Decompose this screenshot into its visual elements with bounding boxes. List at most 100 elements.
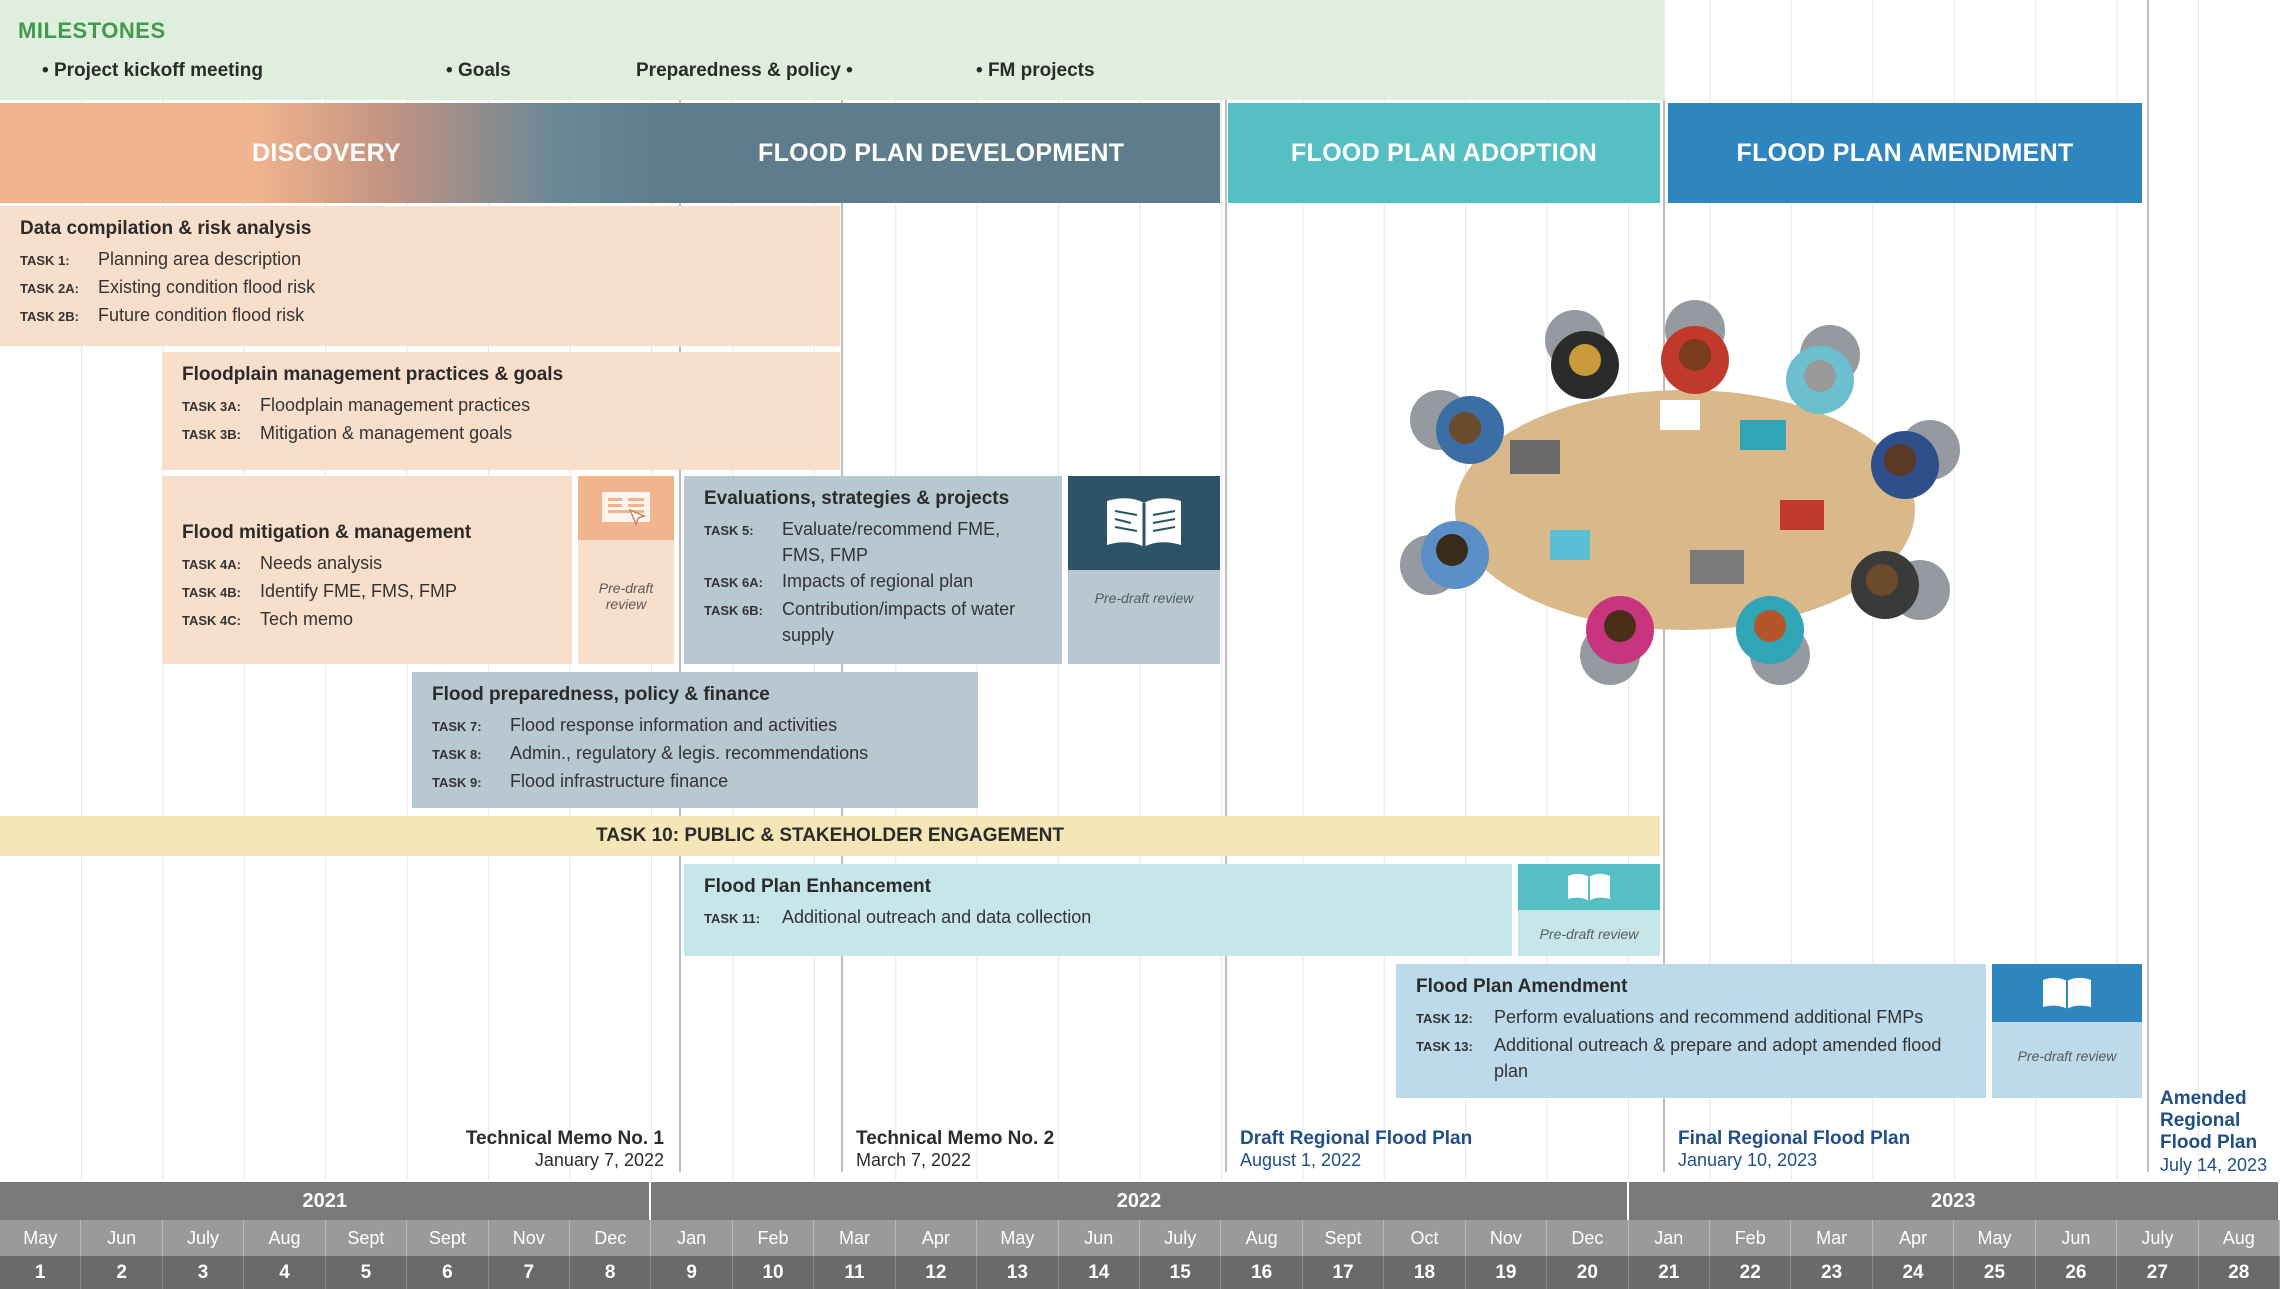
review-box-tech-memo: Pre-draft review [578, 476, 674, 664]
month-number-cell: 7 [488, 1256, 570, 1289]
task-line: TASK 3A:Floodplain management practices [182, 395, 531, 415]
month-cell: May [977, 1220, 1059, 1256]
task-line: TASK 2B:Future condition flood risk [20, 305, 305, 325]
phase-amendment: FLOOD PLAN AMENDMENT [1668, 103, 2142, 203]
month-number-cell: 9 [651, 1256, 733, 1289]
month-cell: Aug [2198, 1220, 2280, 1256]
month-cell: Dec [1547, 1220, 1629, 1256]
open-book-icon [1518, 864, 1660, 910]
month-number-cell: 4 [244, 1256, 326, 1289]
month-number-cell: 21 [1628, 1256, 1710, 1289]
month-number-cell: 5 [325, 1256, 408, 1289]
task-line: TASK 12:Perform evaluations and recommen… [1416, 1007, 1924, 1027]
card-title: Evaluations, strategies & projects [704, 488, 1010, 509]
review-label: Pre-draft review [2017, 1048, 2117, 1064]
month-number-cell: 18 [1384, 1256, 1466, 1289]
task-line: TASK 8:Admin., regulatory & legis. recom… [432, 743, 869, 763]
month-cell: Sept [325, 1220, 408, 1256]
month-cell: May [1954, 1220, 2036, 1256]
review-label: Pre-draft review [1539, 926, 1639, 942]
card-title: Flood preparedness, policy & finance [432, 684, 770, 705]
month-cell: Aug [244, 1220, 326, 1256]
open-book-icon [1068, 476, 1220, 570]
month-number-cell: 26 [2035, 1256, 2118, 1289]
month-cell: Sept [1302, 1220, 1385, 1256]
task-line: TASK 1:Planning area description [20, 249, 302, 269]
month-number-cell: 12 [895, 1256, 978, 1289]
month-cell: Dec [570, 1220, 652, 1256]
task-line: TASK 5:Evaluate/recommend FME, FMS, FMP [704, 519, 1001, 565]
month-cell: May [0, 1220, 82, 1256]
phase-adoption-label: FLOOD PLAN ADOPTION [1290, 138, 1598, 167]
month-number-cell: 11 [814, 1256, 896, 1289]
month-number-cell: 14 [1058, 1256, 1140, 1289]
month-cell: Apr [895, 1220, 978, 1256]
card-title: Flood Plan Amendment [1416, 976, 1628, 997]
month-cell: July [1140, 1220, 1222, 1256]
month-cell: Jun [2035, 1220, 2118, 1256]
review-label: Pre-draft review [598, 580, 654, 612]
month-number-cell: 2 [81, 1256, 163, 1289]
card-evaluations: Evaluations, strategies & projects TASK … [684, 476, 1062, 664]
month-number-cell: 24 [1872, 1256, 1955, 1289]
task-line: TASK 9:Flood infrastructure finance [432, 771, 729, 791]
month-number-cell: 16 [1221, 1256, 1303, 1289]
task-line: TASK 4B:Identify FME, FMS, FMP [182, 581, 458, 601]
phase-amendment-label: FLOOD PLAN AMENDMENT [1736, 138, 2074, 167]
phase-adoption: FLOOD PLAN ADOPTION [1228, 103, 1660, 203]
card-flood-plan-amendment: Flood Plan Amendment TASK 12:Perform eva… [1396, 964, 1986, 1098]
month-number-cell: 23 [1791, 1256, 1873, 1289]
phase-discovery-label: DISCOVERY [252, 138, 402, 167]
task-line: TASK 13:Additional outreach & prepare an… [1416, 1035, 1942, 1081]
month-number-cell: 3 [162, 1256, 245, 1289]
year-cell: 2022 [651, 1182, 1629, 1220]
month-number-cell: 17 [1302, 1256, 1385, 1289]
month-cell: Jun [1058, 1220, 1140, 1256]
month-cell: Sept [407, 1220, 489, 1256]
phase-development-label: FLOOD PLAN DEVELOPMENT [758, 138, 1125, 167]
month-number-cell: 20 [1547, 1256, 1629, 1289]
month-cell: Aug [1221, 1220, 1303, 1256]
open-book-icon [1992, 964, 2142, 1022]
engagement-band: TASK 10: PUBLIC & STAKEHOLDER ENGAGEMENT [0, 816, 1660, 856]
task-line: TASK 3B:Mitigation & management goals [182, 423, 513, 443]
milestones-title: MILESTONES [18, 18, 166, 43]
month-number-cell: 25 [1954, 1256, 2036, 1289]
month-number-cell: 22 [1710, 1256, 1792, 1289]
milestone-fm-projects: • FM projects [976, 60, 1095, 81]
document-icon [578, 476, 674, 540]
month-number-cell: 8 [570, 1256, 652, 1289]
task-line: TASK 4A:Needs analysis [182, 553, 383, 573]
year-cell: 2023 [1628, 1182, 2280, 1220]
month-cell: July [162, 1220, 245, 1256]
month-cell: Jan [651, 1220, 733, 1256]
month-cell: Feb [732, 1220, 815, 1256]
month-cell: Nov [488, 1220, 570, 1256]
milestone-kickoff: • Project kickoff meeting [42, 60, 263, 81]
year-cell: 2021 [0, 1182, 652, 1220]
card-title: Flood mitigation & management [182, 522, 472, 543]
phase-discovery-development-band: DISCOVERY [0, 103, 670, 203]
month-number-cell: 10 [732, 1256, 815, 1289]
month-cell: Mar [814, 1220, 896, 1256]
phase-development: FLOOD PLAN DEVELOPMENT [670, 103, 1220, 203]
task-line: TASK 11:Additional outreach and data col… [704, 907, 1092, 927]
card-data-compilation: Data compilation & risk analysis TASK 1:… [0, 206, 840, 346]
review-box-amendment: Pre-draft review [1992, 964, 2142, 1098]
month-number-cell: 27 [2117, 1256, 2199, 1289]
month-number-cell: 13 [977, 1256, 1059, 1289]
task-line: TASK 4C:Tech memo [182, 609, 354, 629]
review-box-development: Pre-draft review [1068, 476, 1220, 664]
month-cell: Mar [1791, 1220, 1873, 1256]
month-cell: Feb [1710, 1220, 1792, 1256]
card-title: Data compilation & risk analysis [20, 218, 312, 239]
month-cell: July [2117, 1220, 2199, 1256]
month-cell: Jun [81, 1220, 163, 1256]
task-line: TASK 6B:Contribution/impacts of water su… [704, 599, 1016, 645]
milestone-preparedness: Preparedness & policy • [636, 60, 853, 81]
task-line: TASK 2A:Existing condition flood risk [20, 277, 316, 297]
review-box-adoption: Pre-draft review [1518, 864, 1660, 956]
